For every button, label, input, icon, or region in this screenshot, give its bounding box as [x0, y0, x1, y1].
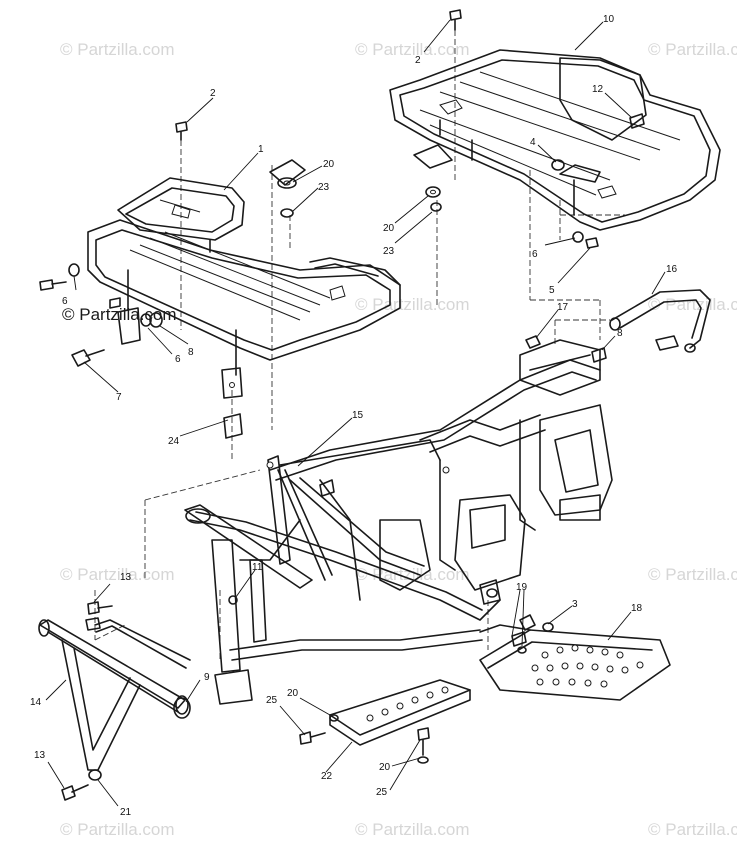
svg-text:6: 6	[62, 296, 68, 307]
callout-6a: 6	[532, 237, 576, 260]
callout-2b: 2	[415, 19, 451, 66]
svg-text:25: 25	[266, 695, 278, 706]
callout-23b: 23	[383, 211, 433, 257]
callout-23a: 23	[292, 182, 330, 212]
svg-text:20: 20	[287, 688, 299, 699]
svg-text:25: 25	[376, 787, 388, 798]
callout-14: 14	[30, 679, 67, 708]
svg-text:13: 13	[34, 750, 46, 761]
watermark-text: © Partzilla.com	[355, 295, 470, 314]
rear-rack-hardware	[413, 9, 645, 249]
footrest-holes	[531, 644, 644, 688]
callout-10: 10	[574, 14, 615, 51]
callout-7: 7	[83, 361, 122, 403]
callout-13b: 13	[34, 750, 65, 789]
callout-25a: 25	[266, 695, 306, 736]
watermark-text: © Partzilla.com	[355, 820, 470, 839]
svg-text:6: 6	[175, 354, 181, 365]
svg-text:17: 17	[557, 302, 569, 313]
svg-text:4: 4	[530, 137, 536, 148]
callout-21: 21	[97, 779, 132, 818]
svg-text:22: 22	[321, 771, 333, 782]
lower-hardware	[61, 335, 607, 801]
watermark-text: © Partzilla.com	[648, 820, 737, 839]
watermark-text: © Partzilla.com	[648, 40, 737, 59]
watermark-text: © Partzilla.com	[60, 820, 175, 839]
svg-text:8: 8	[188, 347, 194, 358]
callout-19: 19	[511, 582, 528, 647]
rear-rack	[389, 49, 721, 231]
callout-8b: 8	[601, 328, 623, 351]
svg-text:20: 20	[323, 159, 335, 170]
svg-text:15: 15	[352, 410, 364, 421]
svg-text:20: 20	[383, 223, 395, 234]
callout-24: 24	[168, 419, 229, 447]
watermark-text: © Partzilla.com	[60, 40, 175, 59]
svg-text:3: 3	[572, 599, 578, 610]
front-rack	[87, 177, 401, 399]
callout-12: 12	[592, 84, 633, 119]
main-frame	[184, 339, 613, 705]
callout-20d: 20	[379, 757, 421, 773]
svg-text:14: 14	[30, 697, 42, 708]
svg-text:24: 24	[168, 436, 180, 447]
svg-text:7: 7	[116, 392, 122, 403]
callout-13a: 13	[93, 572, 132, 603]
callout-20c: 20	[287, 688, 331, 716]
assembly-guide-lines	[94, 30, 625, 660]
watermark-text-dark: © Partzilla.com	[62, 305, 177, 324]
callout-11: 11	[235, 562, 263, 598]
svg-text:12: 12	[592, 84, 604, 95]
skid-plate	[329, 679, 471, 746]
callout-5: 5	[549, 247, 591, 296]
callout-20b: 20	[383, 195, 429, 234]
watermark-text: © Partzilla.com	[648, 295, 737, 314]
callout-6c: 6	[147, 327, 181, 365]
svg-text:5: 5	[549, 285, 555, 296]
callout-25b: 25	[376, 739, 421, 798]
watermark-text: © Partzilla.com	[60, 565, 175, 584]
callout-9: 9	[185, 672, 210, 703]
svg-text:13: 13	[120, 572, 132, 583]
callouts: 2 1 20 23 2 10 12 4	[30, 14, 678, 818]
rear-bumper-bar	[609, 289, 711, 353]
svg-text:1: 1	[258, 144, 264, 155]
watermark-text: © Partzilla.com	[355, 40, 470, 59]
callout-15: 15	[297, 410, 364, 467]
callout-2a: 2	[186, 88, 216, 123]
callout-4: 4	[530, 137, 557, 163]
callout-22: 22	[321, 741, 353, 782]
svg-text:11: 11	[252, 562, 263, 573]
callout-16: 16	[651, 264, 678, 295]
svg-text:9: 9	[204, 672, 210, 683]
front-bumper	[38, 617, 191, 781]
footrest-plate	[479, 614, 671, 701]
svg-text:23: 23	[383, 246, 395, 257]
svg-text:8: 8	[617, 328, 623, 339]
svg-text:2: 2	[210, 88, 216, 99]
svg-text:23: 23	[318, 182, 330, 193]
callout-6b: 6	[62, 275, 77, 307]
svg-text:6: 6	[532, 249, 538, 260]
callout-1: 1	[223, 144, 264, 191]
callout-17: 17	[535, 302, 569, 339]
svg-text:20: 20	[379, 762, 391, 773]
svg-text:19: 19	[516, 582, 528, 593]
callout-18: 18	[607, 603, 643, 641]
svg-text:10: 10	[603, 14, 615, 25]
callout-20a: 20	[292, 159, 335, 183]
callout-8a: 8	[159, 325, 194, 358]
svg-text:18: 18	[631, 603, 643, 614]
svg-text:21: 21	[120, 807, 132, 818]
front-rack-hardware	[39, 121, 306, 439]
svg-text:2: 2	[415, 55, 421, 66]
callout-3: 3	[547, 599, 578, 625]
svg-text:16: 16	[666, 264, 678, 275]
watermark-text: © Partzilla.com	[648, 565, 737, 584]
